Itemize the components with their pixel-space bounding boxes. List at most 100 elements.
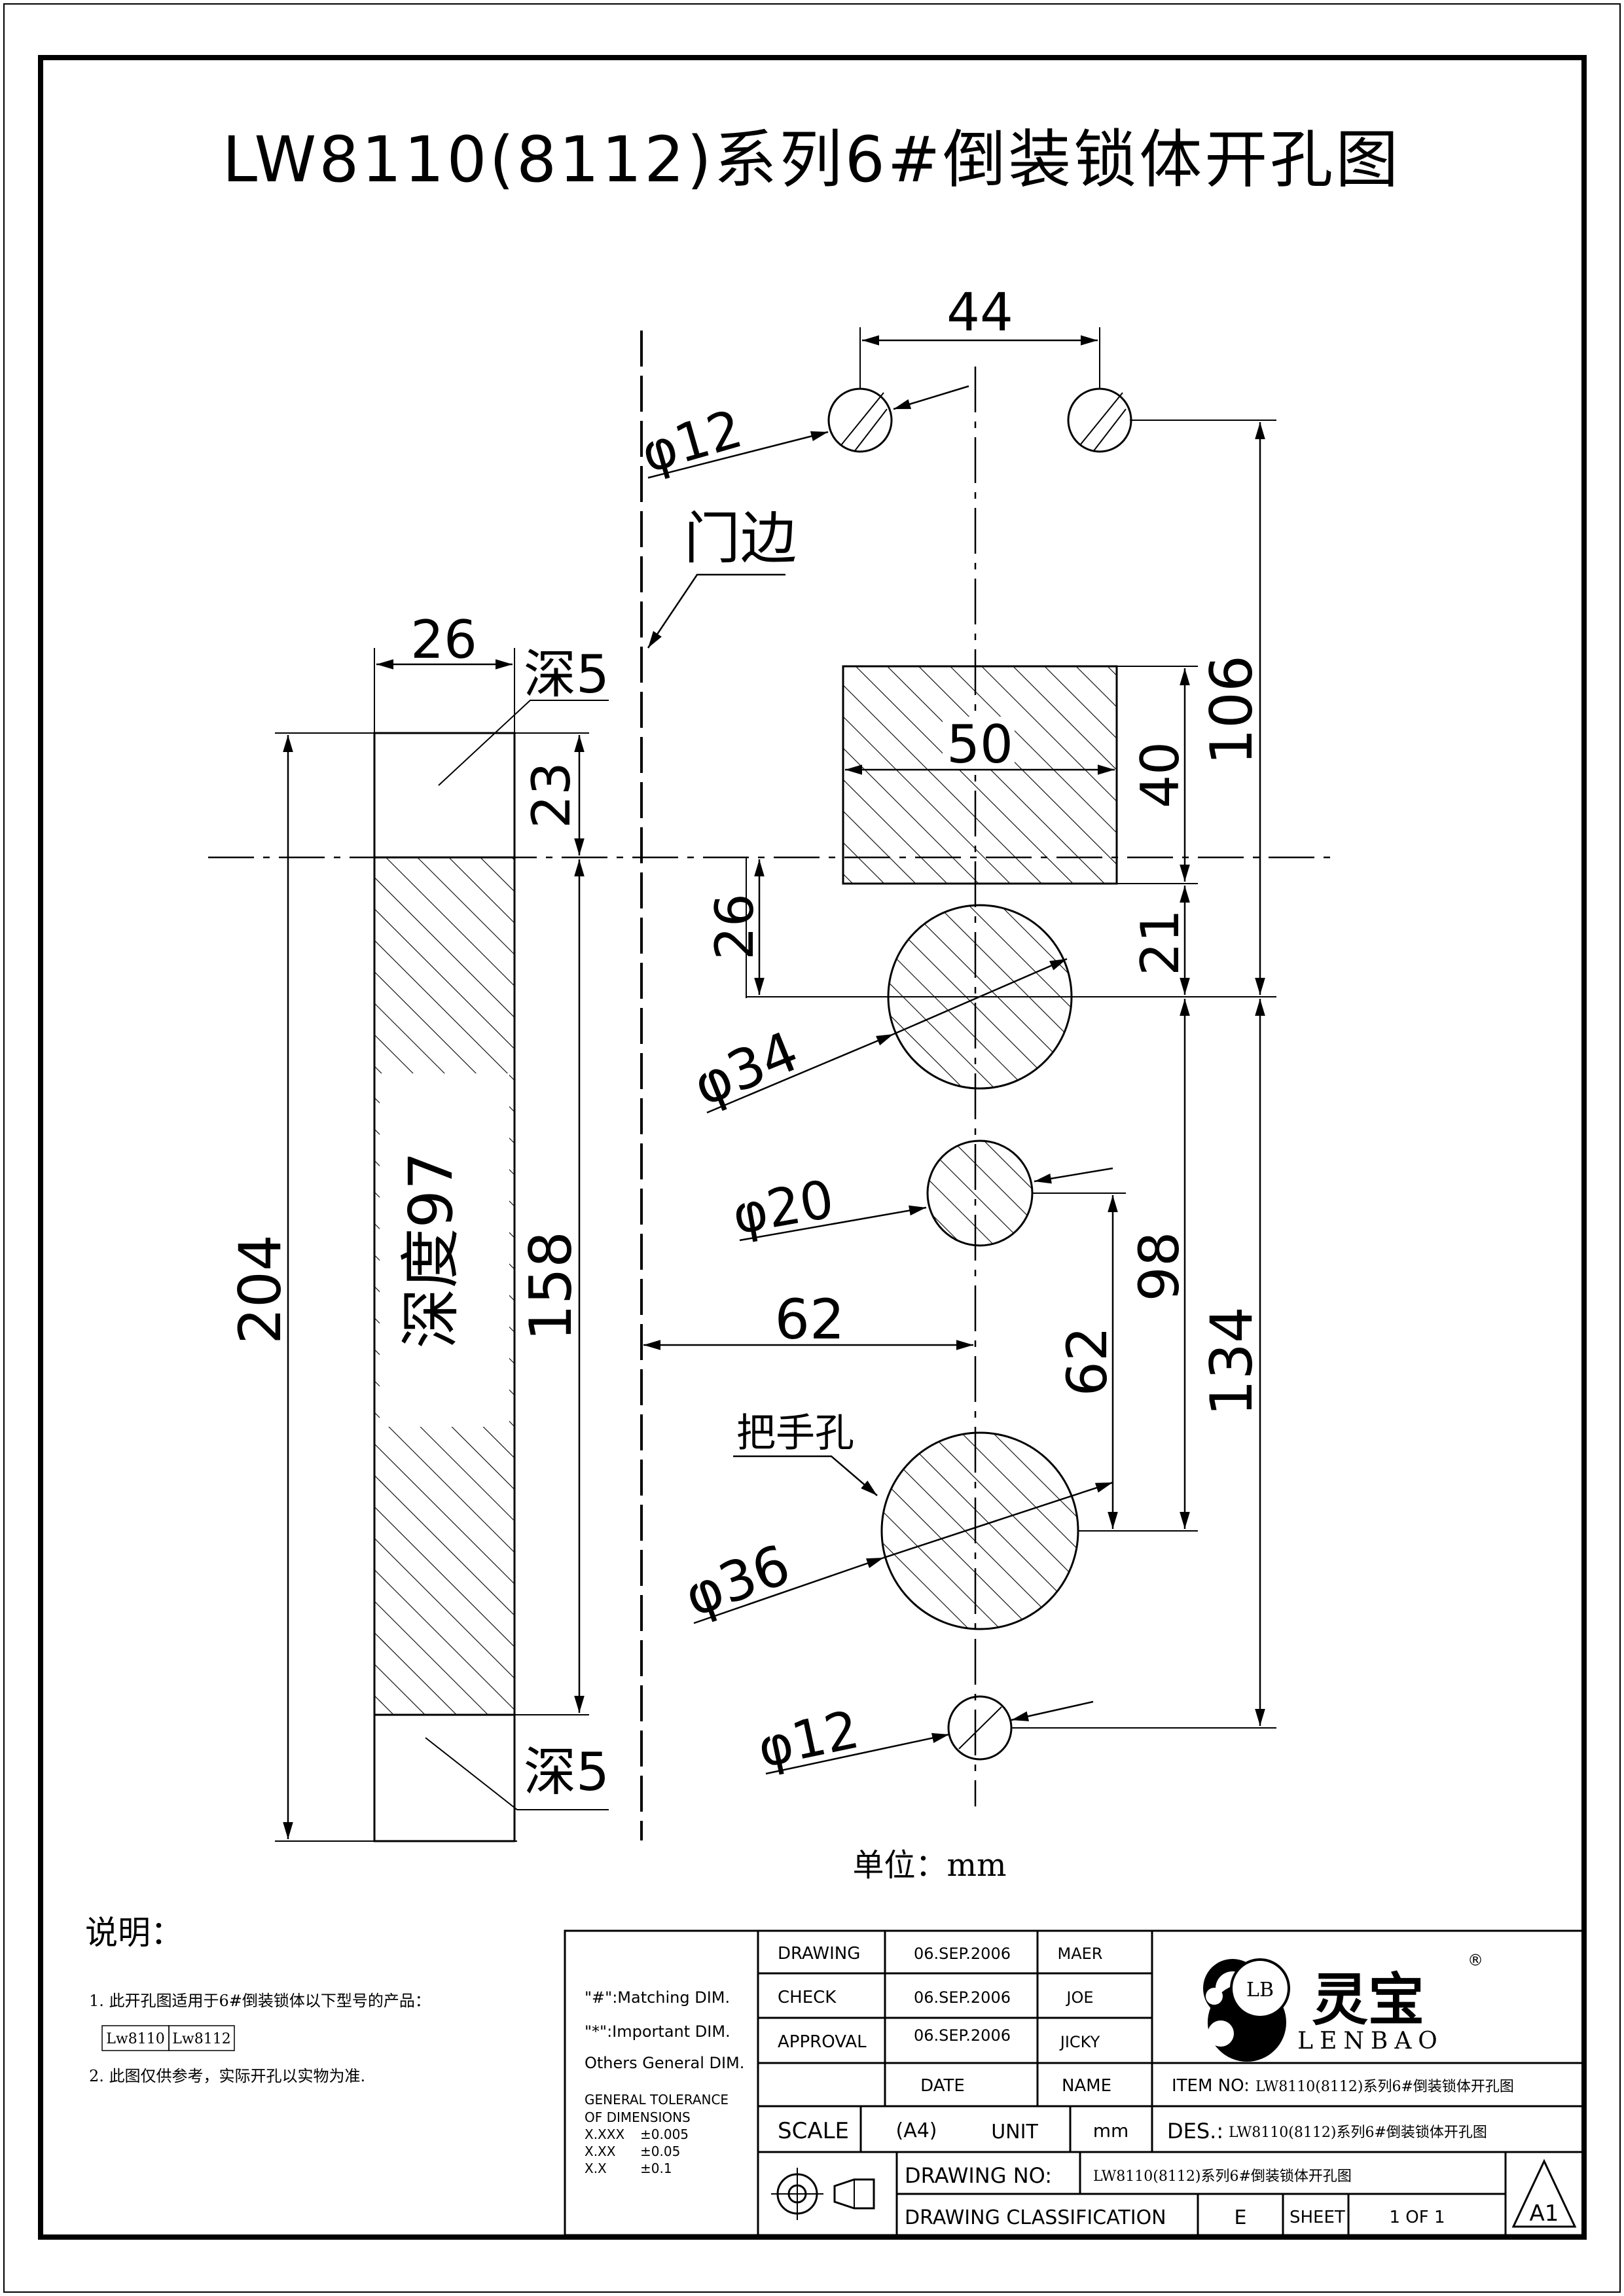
dim-40: 40	[1130, 742, 1191, 808]
dim-62-v: 62	[1055, 1327, 1119, 1397]
logo-initials: LB	[1246, 1979, 1274, 2001]
tol-xx-value: ±0.05	[640, 2144, 680, 2159]
dim-98: 98	[1127, 1232, 1191, 1302]
d50-backing	[943, 717, 1015, 769]
notes-item2: 2. 此图仅供参考，实际开孔以实物为准.	[89, 2067, 365, 2085]
dim-204: 204	[226, 1234, 294, 1344]
logo-english: LENBAO	[1297, 2028, 1444, 2054]
deep5-bottom-label: 深5	[524, 1742, 609, 1803]
item-no-value: LW8110(8112)系列6#倒装锁体开孔图	[1255, 2079, 1514, 2095]
phi34-leader2	[893, 958, 1068, 1035]
approval-name: JICKY	[1059, 2033, 1100, 2051]
drawing-no-value: LW8110(8112)系列6#倒装锁体开孔图	[1093, 2168, 1352, 2185]
classification-value: E	[1235, 2206, 1247, 2229]
check-label: CHECK	[778, 1988, 837, 2007]
phi34-label: φ34	[685, 1019, 807, 1119]
scale-value: (A4)	[895, 2119, 937, 2142]
cylinder-slot	[842, 665, 1118, 885]
model-box-2	[168, 2025, 235, 2051]
sheet-value: 1 OF 1	[1389, 2208, 1445, 2227]
phi36-label: φ36	[676, 1532, 798, 1629]
dim-134: 134	[1198, 1306, 1265, 1416]
dim-62-h: 62	[775, 1287, 845, 1352]
item-no-label: ITEM NO:	[1172, 2076, 1250, 2096]
classification-label: DRAWING CLASSIFICATION	[905, 2206, 1166, 2229]
tol-xxx-label: X.XXX	[585, 2126, 624, 2142]
drawing-title: LW8110(8112)系列6#倒装锁体开孔图	[223, 123, 1401, 196]
important-dim: "*":Important DIM.	[585, 2022, 731, 2041]
depth-97-label-group: 深度97	[380, 1073, 509, 1427]
phi20-leader	[739, 1205, 927, 1242]
unit-value: mm	[1093, 2120, 1129, 2142]
sheet-label: SHEET	[1290, 2208, 1345, 2227]
outer-border	[3, 3, 1621, 2293]
phi12-top-label: φ12	[635, 398, 749, 484]
frame-border	[38, 55, 1587, 2240]
phi12-top-leader2	[893, 385, 969, 410]
tol-x-value: ±0.1	[640, 2161, 672, 2176]
door-edge-label: 门边	[684, 506, 797, 571]
tol-xx-label: X.XX	[585, 2144, 616, 2159]
dim-23: 23	[521, 762, 582, 829]
lenbao-logo: LB 灵宝 LENBAO ®	[1203, 1951, 1483, 2062]
check-date: 06.SEP.2006	[914, 1988, 1011, 2007]
size-mark: A1	[1530, 2200, 1559, 2227]
projection-symbol-icon	[771, 2168, 875, 2220]
others-dim: Others General DIM.	[585, 2054, 744, 2072]
dim-26-mid: 26	[704, 893, 765, 960]
handle-hole-leader	[733, 1455, 878, 1496]
tolerance-head1: GENERAL TOLERANCE	[585, 2092, 729, 2108]
phi12-bottom-leader2	[1011, 1700, 1094, 1721]
des-value: LW8110(8112)系列6#倒装锁体开孔图	[1229, 2125, 1487, 2141]
drawing-no-label: DRAWING NO:	[905, 2163, 1052, 2188]
top-holes	[827, 387, 1132, 453]
deep5-bottom-leader	[425, 1737, 609, 1810]
deep5-top-label: 深5	[524, 644, 609, 705]
dim-26-top: 26	[410, 609, 477, 670]
date-header: DATE	[920, 2076, 965, 2096]
approval-date: 06.SEP.2006	[914, 2026, 1011, 2045]
matching-dim: "#":Matching DIM.	[585, 1988, 730, 2007]
logo-chinese: 灵宝	[1312, 1967, 1424, 2033]
phi12-bottom-label: φ12	[753, 1698, 865, 1779]
phi34-leader	[706, 1033, 894, 1114]
des-label: DES.:	[1167, 2119, 1223, 2144]
notes-item1: 1. 此开孔图适用于6#倒装锁体以下型号的产品：	[89, 1992, 431, 2010]
phi12-bottom-leader	[765, 1732, 950, 1775]
dim-21: 21	[1130, 909, 1191, 976]
drawing-name: MAER	[1058, 1945, 1103, 1963]
dim-106: 106	[1198, 655, 1265, 765]
tol-xxx-value: ±0.005	[640, 2126, 689, 2142]
model-1: Lw8110	[106, 2031, 164, 2047]
deep5-top-leader	[438, 700, 609, 786]
registered-mark: ®	[1468, 1951, 1483, 1969]
dim-50: 50	[947, 714, 1013, 775]
tolerance-head2: OF DIMENSIONS	[585, 2109, 691, 2125]
phi12-top-leader	[647, 431, 829, 479]
unit-note: 单位：mm	[852, 1847, 1006, 1884]
size-mark-triangle	[1511, 2159, 1577, 2228]
unit-label: UNIT	[991, 2121, 1038, 2144]
drawing-label: DRAWING	[778, 1944, 860, 1964]
handle-hole-label: 把手孔	[736, 1410, 854, 1456]
phi20-label: φ20	[728, 1168, 838, 1246]
phi20-leader2	[1034, 1167, 1113, 1184]
name-header: NAME	[1062, 2076, 1111, 2096]
hole-phi36	[880, 1431, 1079, 1630]
depth-97-label: 深度97	[396, 1151, 466, 1348]
phi36-leader	[693, 1556, 884, 1624]
dim-44: 44	[947, 282, 1013, 343]
phi36-leader2	[883, 1481, 1113, 1559]
hole-phi20	[926, 1139, 1034, 1247]
model-2: Lw8112	[172, 2031, 230, 2047]
notes-heading: 说明：	[85, 1914, 183, 1952]
dim-158: 158	[517, 1231, 585, 1341]
drawing-date: 06.SEP.2006	[914, 1945, 1011, 1963]
tol-x-label: X.X	[585, 2161, 607, 2176]
door-edge-leader	[647, 573, 785, 649]
check-name: JOE	[1065, 1988, 1093, 2007]
approval-label: APPROVAL	[778, 2032, 867, 2052]
title-block-grid	[564, 1929, 1584, 2236]
scale-label: SCALE	[778, 2118, 849, 2144]
